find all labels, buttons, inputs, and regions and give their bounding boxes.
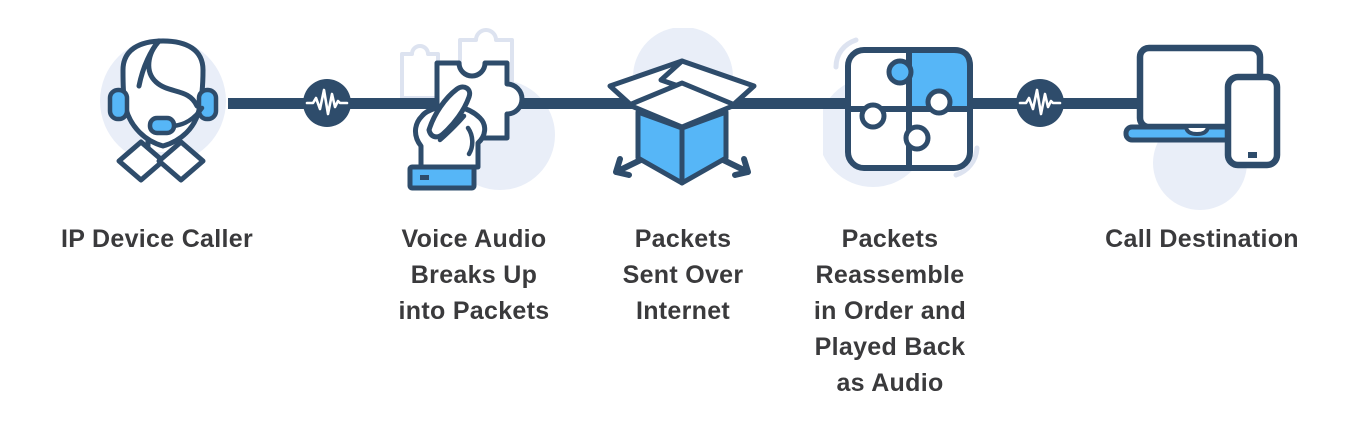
label-line: Reassemble	[815, 261, 965, 289]
audio-waveform-icon	[303, 79, 351, 127]
label-line: Played Back	[814, 333, 966, 361]
stage-label-call-destination: Call Destination	[1105, 221, 1299, 257]
hand-holding-puzzle-piece-icon	[407, 60, 525, 191]
headset-agent-icon	[107, 38, 219, 183]
label-line: into Packets	[398, 297, 550, 325]
laptop-and-phone-icon	[1123, 44, 1281, 169]
label-line: Breaks Up	[410, 261, 538, 289]
label-line: IP Device Caller	[61, 225, 253, 253]
label-line: Sent Over	[622, 261, 744, 289]
label-line: as Audio	[836, 369, 944, 397]
label-line: in Order and	[813, 297, 967, 325]
label-line: Packets	[841, 225, 939, 253]
stage-label-ip-device-caller: IP Device Caller	[61, 221, 253, 257]
label-line: Internet	[635, 297, 731, 325]
label-line: Call Destination	[1105, 225, 1299, 253]
open-box-scatter-arrows-icon	[607, 58, 757, 186]
audio-waveform-node	[302, 78, 352, 128]
audio-waveform-node	[1015, 78, 1065, 128]
audio-waveform-icon	[1016, 79, 1064, 127]
label-line: Voice Audio	[401, 225, 547, 253]
label-line: Packets	[634, 225, 732, 253]
assembled-puzzle-icon	[845, 47, 973, 171]
